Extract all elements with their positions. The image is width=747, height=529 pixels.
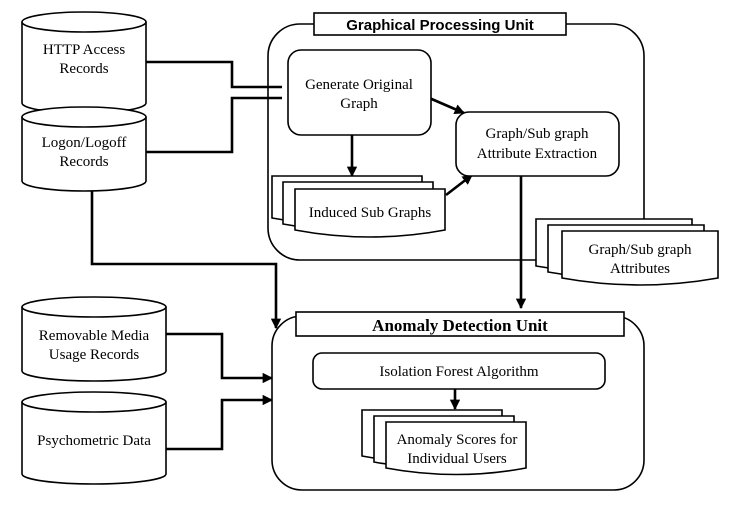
removable-to-adu-connector: [166, 332, 274, 384]
svg-text:Psychometric Data: Psychometric Data: [37, 433, 151, 449]
svg-text:Usage Records: Usage Records: [49, 347, 140, 363]
induced-sub-graphs-document: Induced Sub Graphs: [271, 175, 446, 238]
svg-text:Graph/Sub graph: Graph/Sub graph: [589, 242, 692, 258]
svg-text:Graph: Graph: [340, 96, 378, 112]
psychometric-to-adu-connector: [166, 394, 274, 451]
svg-text:Isolation Forest Algorithm: Isolation Forest Algorithm: [379, 364, 538, 380]
induced-to-extraction-arrow: [445, 173, 473, 197]
adu-title: Anomaly Detection Unit: [372, 316, 548, 335]
attribute-extraction-process: Graph/Sub graph Attribute Extraction: [455, 111, 620, 177]
logon-to-gpu-connector: [146, 96, 282, 154]
svg-text:Induced Sub Graphs: Induced Sub Graphs: [309, 205, 432, 221]
svg-text:Records: Records: [59, 154, 108, 170]
svg-text:Anomaly Scores for: Anomaly Scores for: [397, 432, 518, 448]
svg-text:Attributes: Attributes: [610, 261, 670, 277]
svg-text:Records: Records: [59, 61, 108, 77]
svg-text:Generate Original: Generate Original: [305, 77, 413, 93]
http-to-gpu-connector: [146, 60, 282, 89]
generate-original-graph-process: Generate Original Graph: [287, 49, 432, 136]
svg-text:Graph/Sub graph: Graph/Sub graph: [486, 126, 589, 142]
removable-media-records-datastore: Removable Media Usage Records: [21, 296, 167, 382]
anomaly-scores-document: Anomaly Scores for Individual Users: [361, 409, 527, 476]
isolation-forest-process: Isolation Forest Algorithm: [312, 352, 606, 390]
graph-attributes-document: Graph/Sub graph Attributes: [535, 218, 719, 286]
svg-text:Individual Users: Individual Users: [407, 451, 507, 467]
svg-text:Removable Media: Removable Media: [39, 328, 150, 344]
svg-text:Logon/Logoff: Logon/Logoff: [42, 135, 127, 151]
psychometric-data-datastore: Psychometric Data: [21, 391, 167, 485]
svg-text:HTTP Access: HTTP Access: [43, 42, 126, 58]
svg-text:Attribute Extraction: Attribute Extraction: [477, 146, 598, 162]
http-access-records-datastore: HTTP Access Records: [21, 11, 147, 114]
gpu-title-box: [313, 12, 567, 36]
adu-title-box: [295, 311, 625, 337]
logon-logoff-records-datastore: Logon/Logoff Records: [21, 106, 147, 192]
logon-to-adu-connector: [90, 190, 282, 330]
gpu-title: Graphical Processing Unit: [346, 17, 534, 34]
